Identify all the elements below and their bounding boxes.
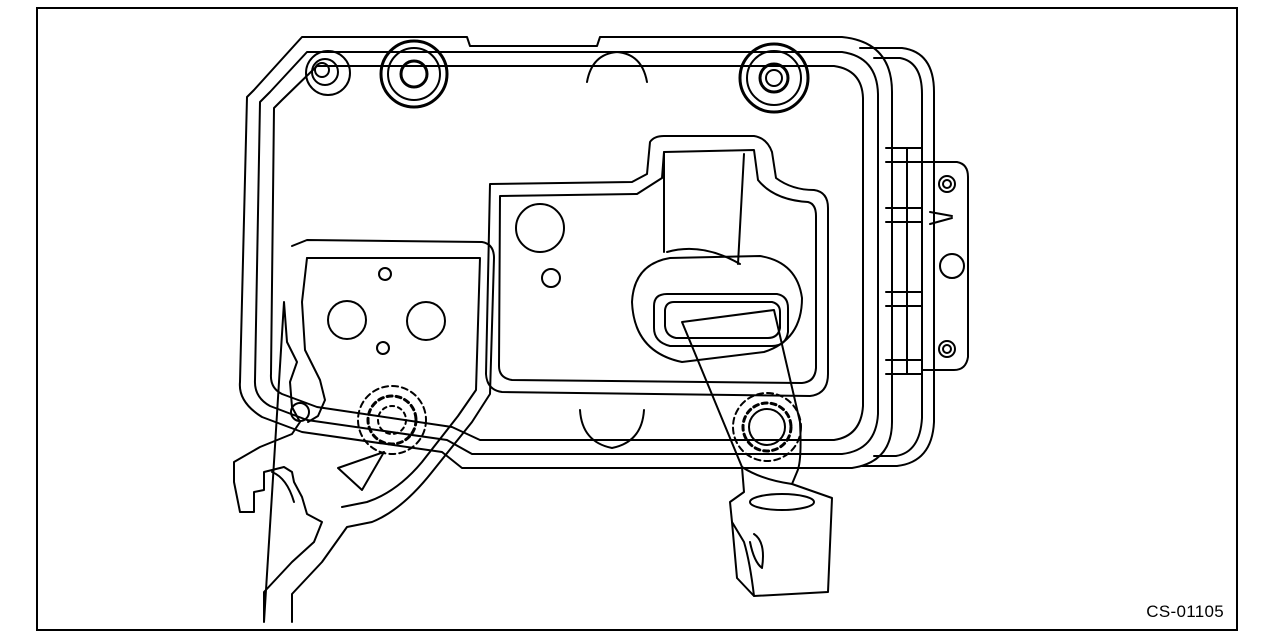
grommet-right — [738, 42, 810, 114]
tab-hole-bottom — [938, 340, 956, 358]
housing — [238, 36, 893, 469]
end-cover-outline — [859, 47, 935, 467]
lever-pivot-dashed — [732, 392, 802, 462]
connector-tab — [921, 161, 969, 371]
plate-hole-small — [541, 268, 561, 288]
bracket-hole-right — [406, 301, 446, 341]
lever-recess — [631, 255, 803, 363]
left-bracket — [233, 239, 495, 623]
lever-slot — [749, 493, 815, 511]
housing-outer-outline — [238, 36, 893, 469]
bracket-pivot-dashed — [357, 385, 427, 455]
housing-inner-rim — [253, 51, 879, 455]
center-plate — [485, 135, 829, 397]
grommet-left-small — [305, 50, 351, 96]
housing-inner-rim-2 — [269, 65, 864, 441]
bracket-hole-bottom — [376, 341, 390, 355]
bottom-recess — [579, 409, 645, 449]
tab-hole-top — [938, 175, 956, 193]
top-recess — [586, 51, 648, 83]
figure-frame: CS-01105 — [36, 7, 1238, 631]
bracket-hole-left — [327, 300, 367, 340]
technical-line-drawing — [233, 36, 969, 623]
grommet-center — [379, 39, 449, 109]
plate-hole-large — [515, 203, 565, 253]
tab-hole-mid — [939, 253, 965, 279]
right-lever-arm — [681, 309, 833, 597]
bracket-hole-top — [378, 267, 392, 281]
lever-bend — [741, 466, 793, 485]
end-cover — [859, 47, 969, 467]
figure-code: CS-01105 — [1146, 602, 1224, 621]
end-cover-inner — [873, 57, 923, 457]
